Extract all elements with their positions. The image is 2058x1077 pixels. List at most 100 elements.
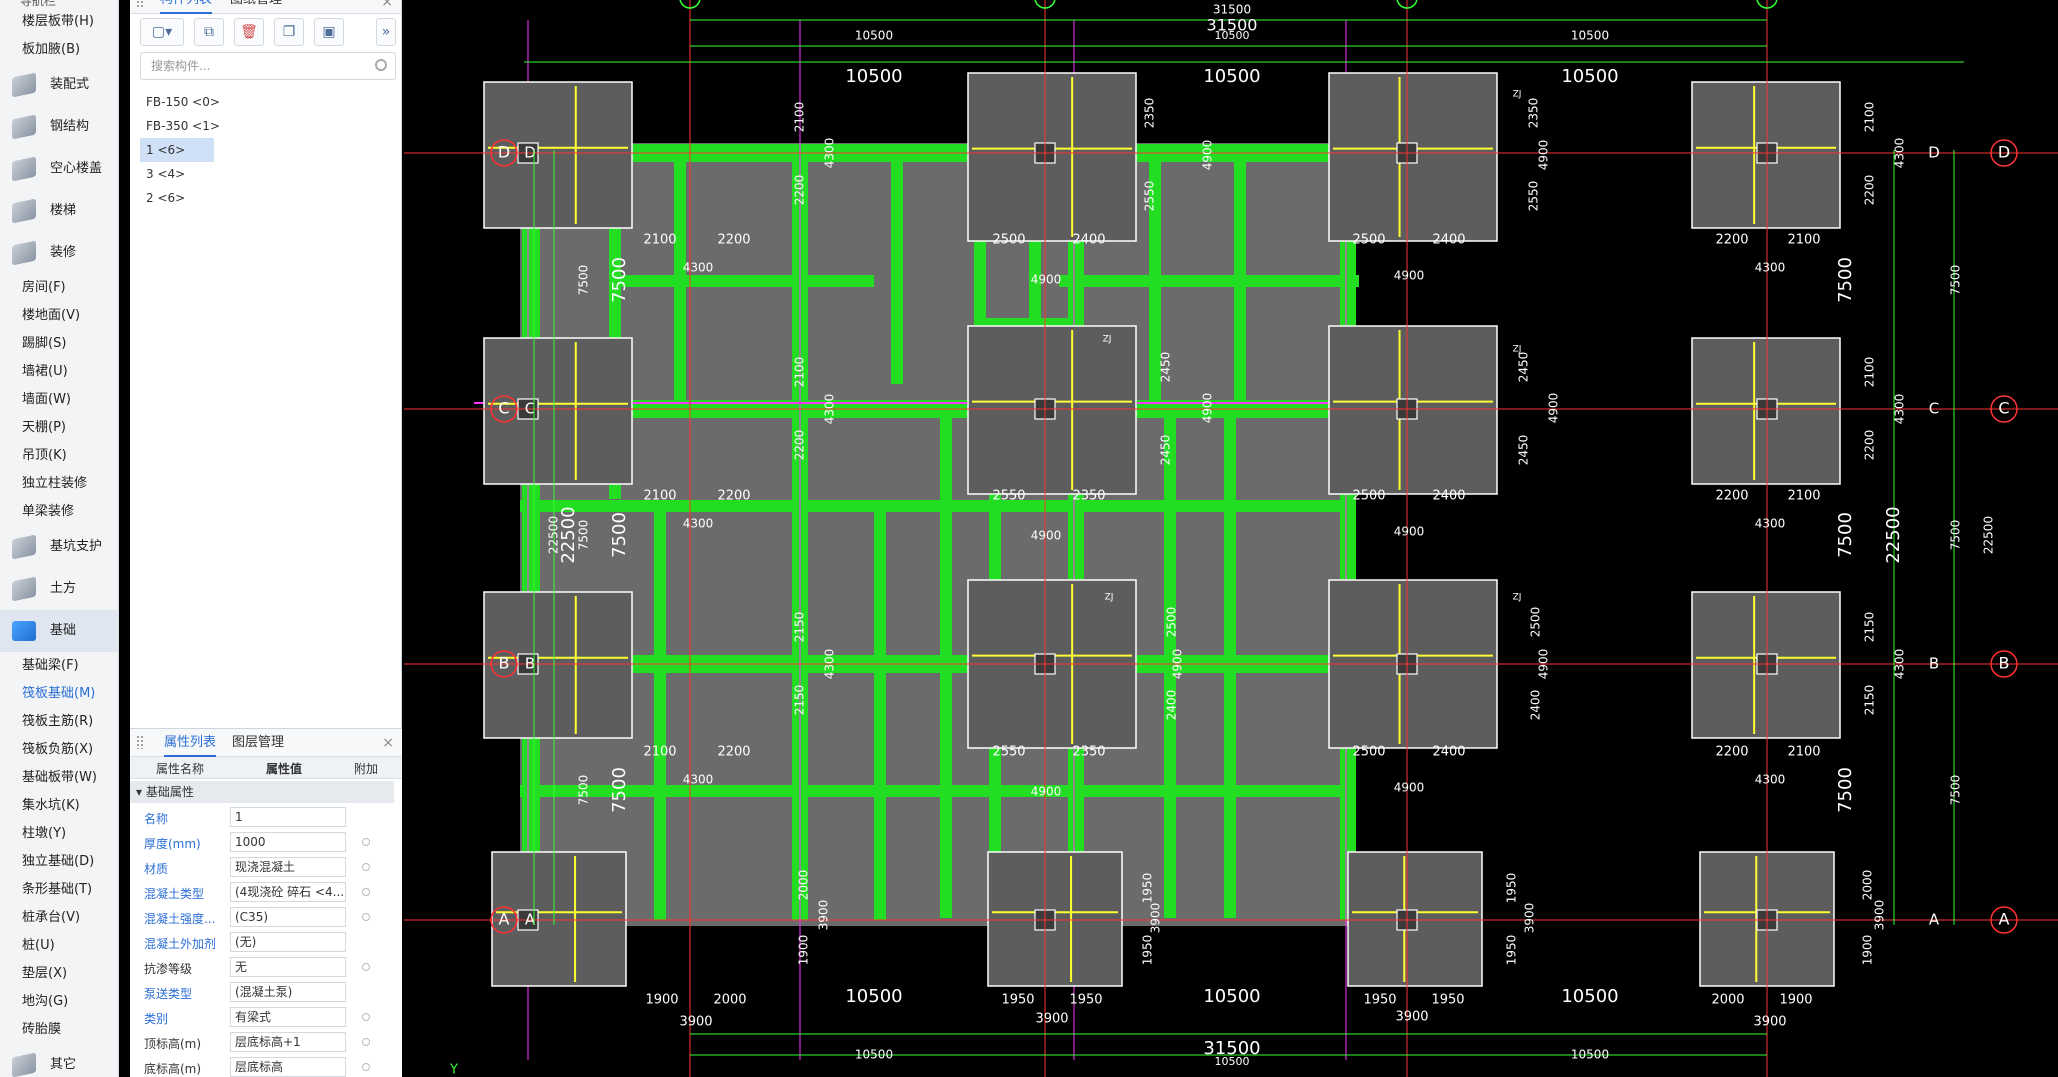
close-icon[interactable]: ×	[381, 0, 393, 10]
nav-item-dado[interactable]: 墙裙(U)	[22, 364, 68, 379]
property-value-field[interactable]: (无)	[230, 932, 346, 952]
component-list: FB-150 <0> FB-350 <1> 1 <6> 3 <4> 2 <6>	[140, 90, 390, 210]
property-value-field[interactable]: 1000	[230, 832, 346, 852]
close-icon[interactable]: ×	[382, 735, 394, 751]
nav-cat-other[interactable]: 其它	[0, 1044, 118, 1077]
property-value-field[interactable]: 层底标高	[230, 1057, 346, 1077]
tab-component-list[interactable]: 构件列表	[160, 0, 213, 14]
tab-drawing-manage[interactable]: 图纸管理	[230, 0, 282, 14]
component-search-input[interactable]: 搜索构件...	[140, 52, 396, 80]
lock-component-button[interactable]: ▣	[314, 18, 344, 46]
drag-handle-icon[interactable]	[136, 735, 144, 749]
more-tools-button[interactable]: »	[376, 18, 396, 46]
axis-label: B	[1929, 655, 1939, 673]
property-row[interactable]: 名称 1	[130, 805, 394, 830]
nav-item-raft-foundation[interactable]: 筏板基础(M)	[22, 686, 96, 701]
nav-item-raft-main-rebar[interactable]: 筏板主筋(R)	[22, 714, 94, 729]
nav-item-brick-mold[interactable]: 砖胎膜	[22, 1022, 62, 1037]
delete-component-button[interactable]: 🗑	[234, 18, 264, 46]
nav-item-foundation-beam[interactable]: 基础梁(F)	[22, 658, 79, 673]
nav-cat-foundation[interactable]: 基础	[0, 610, 118, 652]
property-name: 名称	[144, 812, 169, 826]
attach-checkbox[interactable]	[362, 863, 370, 871]
tab-property-list[interactable]: 属性列表	[164, 729, 217, 757]
property-value-field[interactable]: 层底标高+1	[230, 1032, 346, 1052]
nav-item-trench[interactable]: 地沟(G)	[22, 994, 69, 1009]
nav-item-suspended-ceiling[interactable]: 吊顶(K)	[22, 448, 67, 463]
layer-copy-button[interactable]: ❐	[274, 18, 304, 46]
attach-checkbox[interactable]	[362, 1063, 370, 1071]
axis-bubble	[1990, 906, 2018, 934]
property-row[interactable]: 厚度(mm)1000	[130, 830, 394, 855]
nav-item-column-finish[interactable]: 独立柱装修	[22, 476, 88, 491]
nav-item-sump[interactable]: 集水坑(K)	[22, 798, 80, 813]
property-row[interactable]: 混凝土强度...(C35)	[130, 905, 394, 930]
nav-cat-prefab[interactable]: 装配式	[0, 64, 118, 106]
property-value-field[interactable]: (混凝土泵)	[230, 982, 346, 1002]
attach-checkbox[interactable]	[362, 1013, 370, 1021]
property-row[interactable]: 材质 现浇混凝土	[130, 855, 394, 880]
nav-cat-steel[interactable]: 钢结构	[0, 106, 118, 148]
nav-item-isolated-footing[interactable]: 独立基础(D)	[22, 854, 95, 869]
foundation-icon	[12, 621, 36, 641]
property-value-field[interactable]: 现浇混凝土	[230, 857, 346, 877]
list-item[interactable]: 2 <6>	[146, 191, 186, 205]
property-row[interactable]: 抗渗等级无	[130, 955, 394, 980]
pad-dimension-text: 3900	[1873, 900, 1887, 931]
property-row[interactable]: 顶标高(m)层底标高+1	[130, 1030, 394, 1055]
nav-item-room[interactable]: 房间(F)	[22, 280, 66, 295]
property-value-field[interactable]: (4现浇砼 碎石 <4...	[230, 882, 346, 902]
property-row[interactable]: 混凝土外加剂(无)	[130, 930, 394, 955]
nav-item-slab-haunch[interactable]: 板加腋(B)	[22, 42, 81, 57]
nav-item-skirting[interactable]: 踢脚(S)	[22, 336, 67, 351]
property-value-field[interactable]: 1	[230, 807, 346, 827]
nav-item-ceiling[interactable]: 天棚(P)	[22, 420, 66, 435]
nav-cat-hollow-floor[interactable]: 空心楼盖	[0, 148, 118, 190]
list-item-selected[interactable]: 1 <6>	[140, 138, 214, 162]
nav-cat-pit-support[interactable]: 基坑支护	[0, 526, 118, 568]
property-value-field[interactable]: 无	[230, 957, 346, 977]
attach-checkbox[interactable]	[362, 913, 370, 921]
copy-component-button[interactable]: ⧉	[194, 18, 224, 46]
nav-item-column-pier[interactable]: 柱墩(Y)	[22, 826, 67, 841]
nav-cat-decoration[interactable]: 装修	[0, 232, 118, 274]
property-value-field[interactable]: (C35)	[230, 907, 346, 927]
nav-item-raft-neg-rebar[interactable]: 筏板负筋(X)	[22, 742, 94, 757]
foundation-beam	[1068, 144, 1084, 920]
property-name: 类别	[144, 1012, 169, 1026]
attach-checkbox[interactable]	[362, 1038, 370, 1046]
list-item[interactable]: FB-350 <1>	[146, 119, 220, 133]
list-item[interactable]: 3 <4>	[146, 167, 186, 181]
property-row[interactable]: 底标高(m)层底标高	[130, 1055, 394, 1077]
pad-dimension-text: 1900	[1779, 993, 1812, 1008]
nav-cat-earthwork[interactable]: 土方	[0, 568, 118, 610]
nav-item-beam-finish[interactable]: 单梁装修	[22, 504, 75, 519]
property-value-field[interactable]: 有梁式	[230, 1007, 346, 1027]
tab-layer-manage[interactable]: 图层管理	[232, 735, 285, 750]
new-component-button[interactable]: ▢▾	[140, 18, 184, 46]
nav-item-wall-face[interactable]: 墙面(W)	[22, 392, 71, 407]
nav-item-foundation-strip[interactable]: 基础板带(W)	[22, 770, 97, 785]
attach-checkbox[interactable]	[362, 963, 370, 971]
property-name: 材质	[144, 862, 169, 876]
earthwork-icon	[12, 576, 36, 602]
nav-item-pile-cap[interactable]: 桩承台(V)	[22, 910, 81, 925]
attach-checkbox[interactable]	[362, 888, 370, 896]
nav-item-cushion[interactable]: 垫层(X)	[22, 966, 68, 981]
property-row[interactable]: 类别 有梁式	[130, 1005, 394, 1030]
pad-dimension-text: 1900	[1861, 935, 1875, 966]
drag-handle-icon[interactable]	[136, 0, 144, 8]
property-row[interactable]: 混凝土类型(4现浇砼 碎石 <4...	[130, 880, 394, 905]
property-row[interactable]: 泵送类型(混凝土泵)	[130, 980, 394, 1005]
nav-item-floor[interactable]: 楼地面(V)	[22, 308, 81, 323]
nav-cat-stair[interactable]: 楼梯	[0, 190, 118, 232]
pad-dimension-text: 2350	[1527, 98, 1541, 129]
nav-item-strip-footing[interactable]: 条形基础(T)	[22, 882, 93, 897]
attach-checkbox[interactable]	[362, 838, 370, 846]
property-group-basic[interactable]: ▾ 基础属性	[130, 781, 394, 803]
stair-icon	[12, 198, 36, 224]
nav-item-pile[interactable]: 桩(U)	[22, 938, 55, 953]
nav-item-floor-strip[interactable]: 楼层板带(H)	[22, 14, 94, 29]
list-item[interactable]: FB-150 <0>	[146, 95, 220, 109]
